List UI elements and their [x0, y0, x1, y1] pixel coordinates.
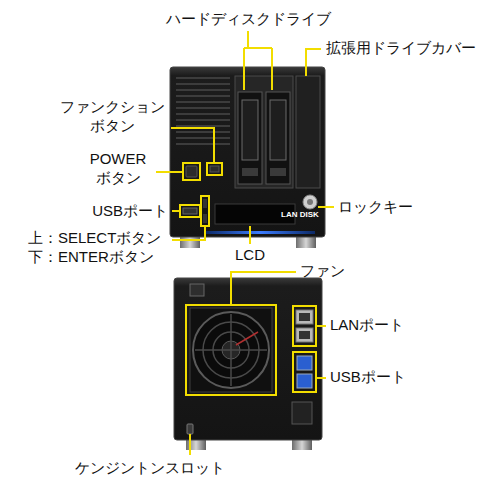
- part-label: 拡張用ドライブカバー: [326, 39, 476, 58]
- part-label: 下：ENTERボタン: [28, 248, 154, 267]
- part-label: ファン: [300, 262, 345, 281]
- front-view: [170, 67, 325, 248]
- part-label: LANポート: [330, 316, 404, 335]
- part-label: ファンクション ボタン: [56, 98, 168, 136]
- part-label: USBポート: [92, 202, 168, 221]
- part-label: ケンジントンスロット: [75, 459, 225, 478]
- part-label: LCD: [235, 246, 265, 265]
- device-print: LAN DISK: [281, 210, 319, 220]
- part-label: USBポート: [330, 368, 406, 387]
- leader-lines: [156, 31, 334, 455]
- part-label: ロックキー: [338, 198, 413, 217]
- part-label: ハードディスクドライブ: [166, 10, 331, 29]
- back-view: [174, 278, 322, 450]
- part-label: 上：SELECTボタン: [28, 229, 161, 248]
- part-label: POWER ボタン: [83, 150, 153, 188]
